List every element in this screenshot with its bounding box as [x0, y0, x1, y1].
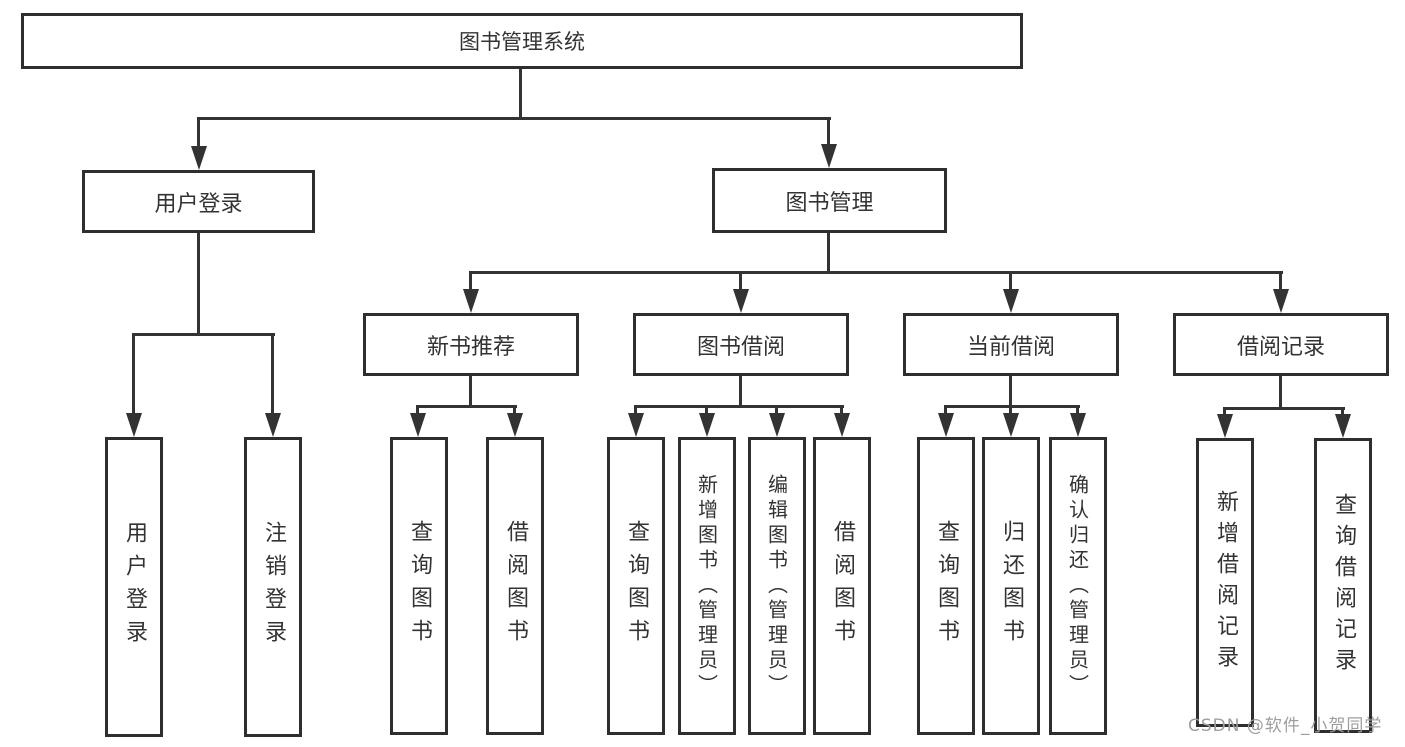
- connector-line: [132, 333, 275, 336]
- arrowhead-down-icon: [938, 413, 954, 437]
- arrowhead-down-icon: [769, 413, 785, 437]
- arrowhead-down-icon: [821, 144, 837, 168]
- arrowhead-down-icon: [1003, 289, 1019, 313]
- leaf-query-books-recommend: 查询图书: [390, 437, 448, 735]
- leaf-borrow-books-recommend: 借阅图书: [486, 437, 544, 735]
- connector-line: [197, 117, 831, 120]
- connector-line: [132, 333, 135, 415]
- connector-line: [416, 405, 517, 408]
- leaf-edit-books-admin: 编辑图书（管理员）: [748, 437, 806, 735]
- leaf-logout: 注销登录: [244, 437, 302, 737]
- connector-line: [775, 405, 778, 417]
- connector-line: [469, 376, 472, 408]
- connector-line: [519, 69, 522, 118]
- connector-line: [271, 333, 274, 415]
- arrowhead-down-icon: [1003, 413, 1019, 437]
- leaf-borrow-books: 借阅图书: [813, 437, 871, 735]
- arrowhead-down-icon: [699, 413, 715, 437]
- leaf-query-borrow-record: 查询借阅记录: [1314, 438, 1372, 733]
- arrowhead-down-icon: [1070, 413, 1086, 437]
- leaf-user-login: 用户登录: [105, 437, 163, 737]
- leaf-query-books-borrowing: 查询图书: [607, 437, 665, 735]
- node-book-borrowing: 图书借阅: [633, 313, 849, 376]
- arrowhead-down-icon: [191, 146, 207, 170]
- arrowhead-down-icon: [1273, 289, 1289, 313]
- node-library-system: 图书管理系统: [21, 13, 1023, 69]
- connector-line: [416, 405, 419, 417]
- connector-line: [1076, 405, 1079, 417]
- connector-line: [705, 405, 708, 417]
- node-current-borrowing: 当前借阅: [903, 313, 1119, 376]
- connector-line: [1223, 407, 1226, 419]
- watermark: CSDN @软件_小贺同学: [1188, 716, 1383, 736]
- arrowhead-down-icon: [1217, 414, 1233, 438]
- node-borrowing-records: 借阅记录: [1173, 313, 1389, 376]
- arrowhead-down-icon: [733, 289, 749, 313]
- arrowhead-down-icon: [463, 289, 479, 313]
- arrowhead-down-icon: [410, 413, 426, 437]
- connector-line: [634, 405, 637, 417]
- connector-line: [944, 405, 1080, 408]
- connector-line: [1223, 407, 1345, 410]
- arrowhead-down-icon: [834, 413, 850, 437]
- connector-line: [197, 117, 200, 148]
- connector-line: [1341, 407, 1344, 419]
- connector-line: [469, 271, 1283, 274]
- connector-line: [739, 376, 742, 408]
- connector-line: [944, 405, 947, 417]
- connector-line: [1279, 376, 1282, 410]
- connector-line: [469, 271, 472, 293]
- arrowhead-down-icon: [628, 413, 644, 437]
- arrowhead-down-icon: [507, 413, 523, 437]
- leaf-query-books-current: 查询图书: [917, 437, 975, 735]
- connector-line: [827, 233, 830, 274]
- node-user-login: 用户登录: [82, 170, 315, 233]
- leaf-add-books-admin: 新增图书（管理员）: [678, 437, 736, 735]
- arrowhead-down-icon: [126, 413, 142, 437]
- connector-line: [1279, 271, 1282, 293]
- connector-line: [1009, 405, 1012, 417]
- connector-line: [827, 117, 830, 146]
- connector-line: [840, 405, 843, 417]
- node-book-management: 图书管理: [712, 168, 947, 233]
- arrowhead-down-icon: [1335, 414, 1351, 438]
- node-new-book-recommend: 新书推荐: [363, 313, 579, 376]
- arrowhead-down-icon: [265, 413, 281, 437]
- leaf-add-borrow-record: 新增借阅记录: [1196, 438, 1254, 727]
- leaf-return-books: 归还图书: [982, 437, 1040, 735]
- connector-line: [634, 405, 844, 408]
- connector-line: [513, 405, 516, 417]
- connector-line: [1009, 376, 1012, 408]
- connector-line: [197, 233, 200, 335]
- connector-line: [1009, 271, 1012, 293]
- leaf-confirm-return-admin: 确认归还（管理员）: [1049, 437, 1107, 735]
- connector-line: [739, 271, 742, 293]
